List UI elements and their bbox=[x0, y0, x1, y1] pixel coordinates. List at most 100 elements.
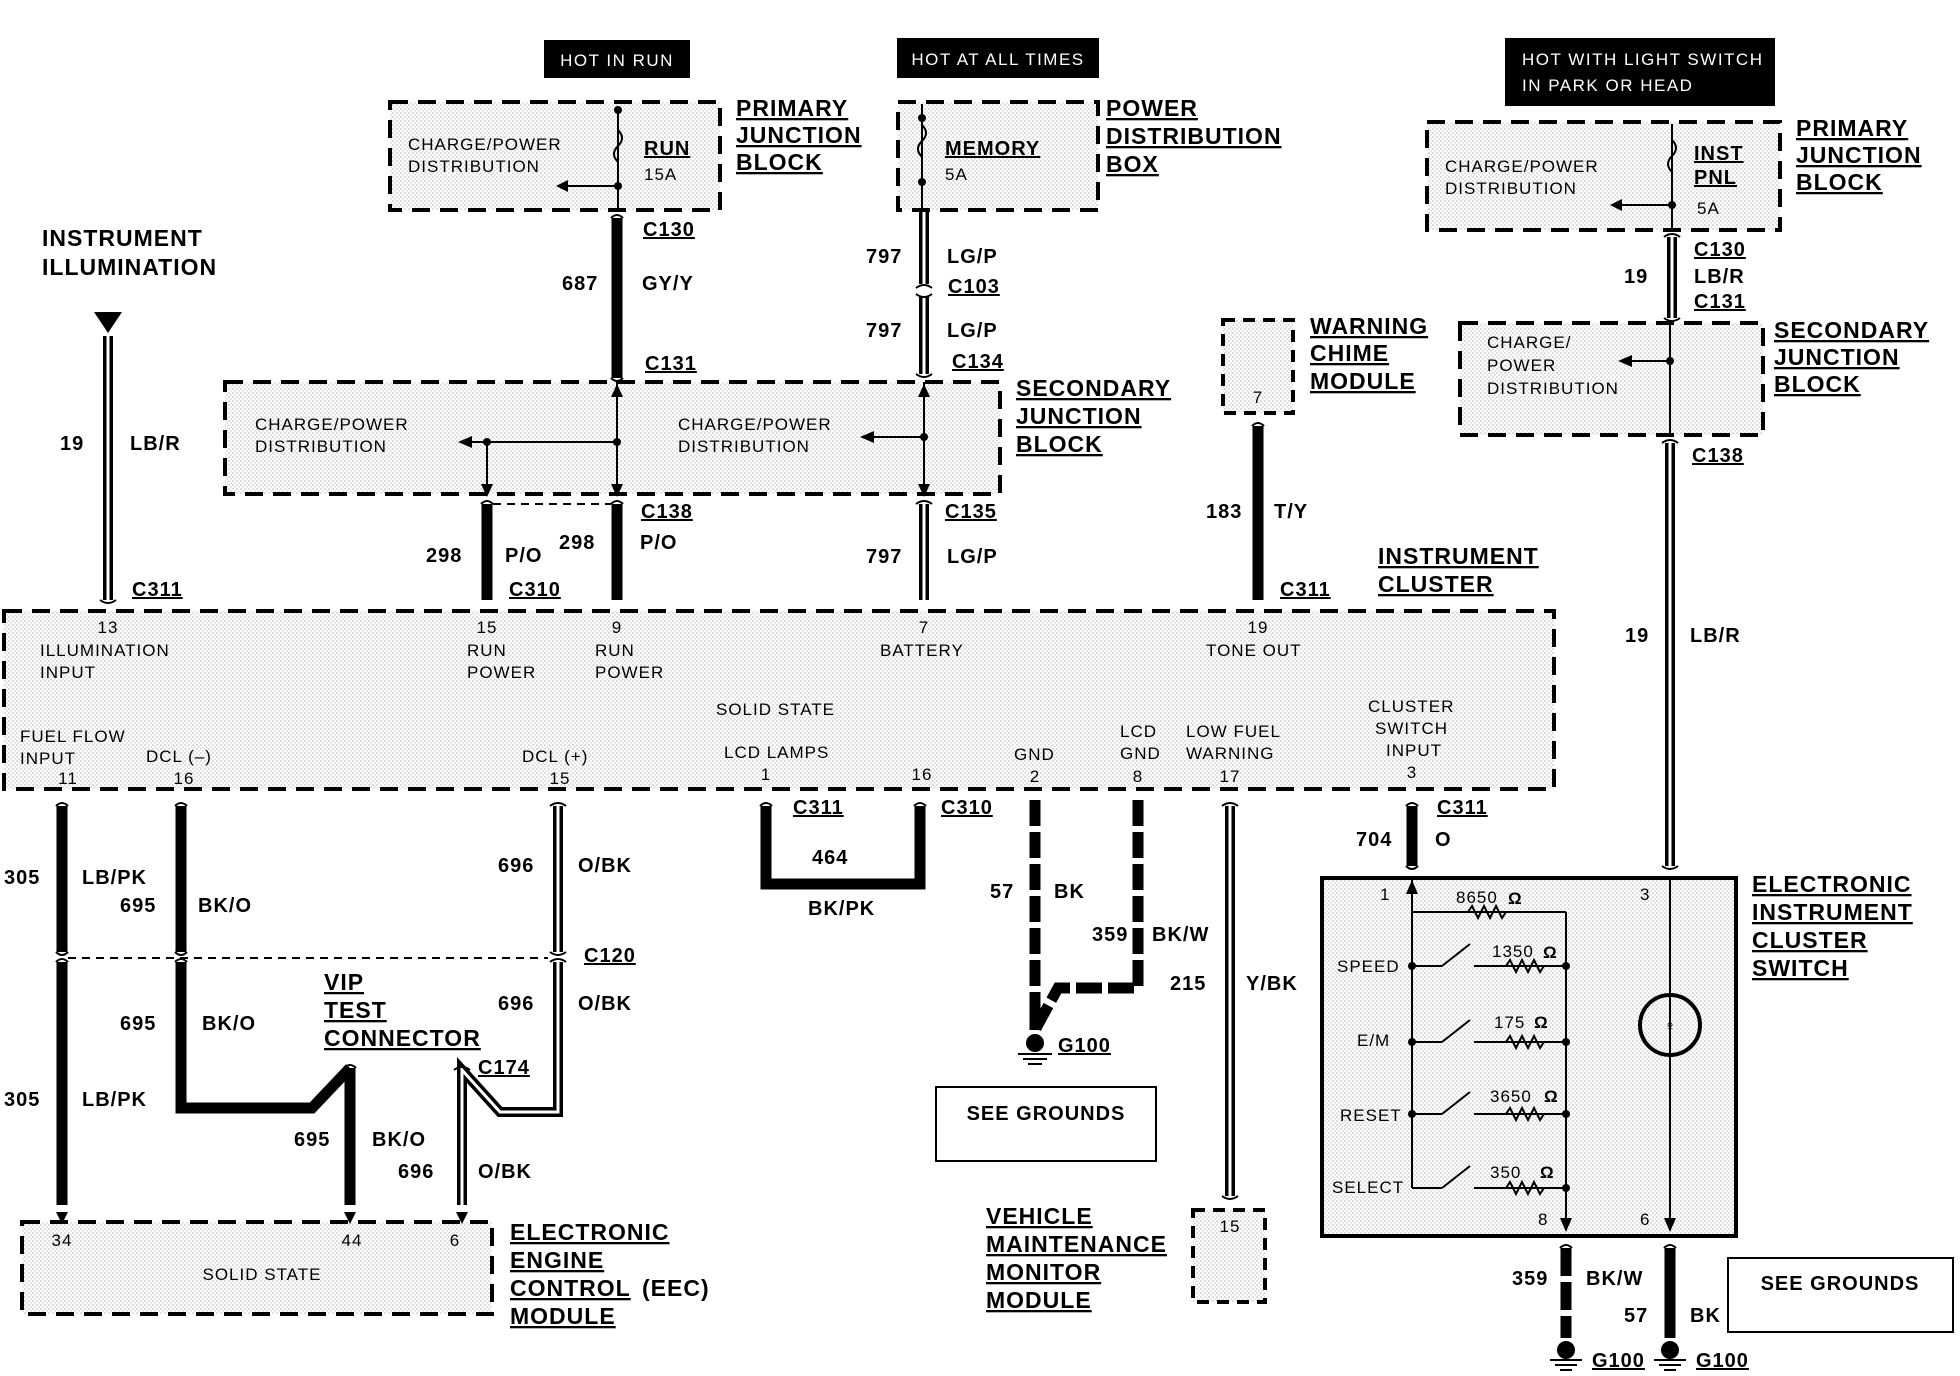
svg-text:BOX: BOX bbox=[1106, 151, 1159, 177]
eec-module: 34 44 6 SOLID STATE ELECTRONIC ENGINE CO… bbox=[20, 1212, 710, 1329]
svg-text:LG/P: LG/P bbox=[947, 320, 998, 342]
svg-text:CONNECTOR: CONNECTOR bbox=[324, 1025, 481, 1051]
svg-text:MODULE: MODULE bbox=[1310, 368, 1416, 394]
wire-183-t-y: 183 T/Y C311 bbox=[1206, 422, 1330, 601]
svg-text:P/O: P/O bbox=[640, 532, 677, 554]
svg-text:687: 687 bbox=[562, 273, 598, 295]
connector-c131-left: C131 bbox=[645, 353, 697, 375]
svg-text:POWER: POWER bbox=[467, 663, 536, 682]
svg-text:C130: C130 bbox=[643, 219, 695, 241]
svg-text:1350: 1350 bbox=[1492, 942, 1534, 961]
wire-215-y-bk: 215 Y/BK bbox=[1170, 802, 1298, 1200]
svg-text:CHARGE/POWER: CHARGE/POWER bbox=[255, 415, 409, 434]
wire-298-p-o: 298 P/O 298 P/O C138 C310 bbox=[426, 500, 692, 601]
svg-text:LB/R: LB/R bbox=[1690, 625, 1741, 647]
svg-text:SEE GROUNDS: SEE GROUNDS bbox=[1761, 1273, 1920, 1295]
svg-text:DISTRIBUTION: DISTRIBUTION bbox=[408, 157, 540, 176]
banner-hot-with-light-switch: HOT WITH LIGHT SWITCH IN PARK OR HEAD bbox=[1505, 38, 1775, 106]
svg-text:(EEC): (EEC) bbox=[642, 1275, 710, 1301]
svg-text:298: 298 bbox=[426, 545, 462, 567]
svg-text:696: 696 bbox=[498, 855, 534, 877]
svg-text:POWER: POWER bbox=[1106, 95, 1198, 121]
svg-text:SECONDARY: SECONDARY bbox=[1774, 317, 1929, 343]
svg-text:O/BK: O/BK bbox=[578, 993, 632, 1015]
svg-text:INPUT: INPUT bbox=[20, 749, 76, 768]
svg-text:LOW FUEL: LOW FUEL bbox=[1186, 722, 1281, 741]
svg-text:LG/P: LG/P bbox=[947, 546, 998, 568]
wire-464-bk-pk: C311 C310 464 BK/PK bbox=[759, 797, 992, 920]
svg-text:350: 350 bbox=[1490, 1163, 1521, 1182]
svg-text:BK/PK: BK/PK bbox=[808, 898, 875, 920]
svg-text:POWER: POWER bbox=[595, 663, 664, 682]
svg-text:BLOCK: BLOCK bbox=[1774, 371, 1861, 397]
primary-junction-block-left: CHARGE/POWER DISTRIBUTION RUN 15A PRIMAR… bbox=[388, 95, 861, 212]
svg-text:CHARGE/POWER: CHARGE/POWER bbox=[678, 415, 832, 434]
svg-text:INSTRUMENT: INSTRUMENT bbox=[1378, 543, 1539, 569]
svg-text:359: 359 bbox=[1512, 1268, 1548, 1290]
svg-text:PRIMARY: PRIMARY bbox=[736, 95, 848, 121]
svg-text:P/O: P/O bbox=[505, 545, 542, 567]
wire-797-lower: C135 797 LG/P bbox=[866, 500, 998, 600]
svg-text:BLOCK: BLOCK bbox=[1796, 169, 1883, 195]
svg-text:9: 9 bbox=[612, 618, 622, 637]
svg-text:RUN: RUN bbox=[644, 138, 690, 160]
svg-text:G100: G100 bbox=[1592, 1350, 1645, 1372]
svg-text:C103: C103 bbox=[948, 276, 1000, 298]
svg-text:HOT IN RUN: HOT IN RUN bbox=[560, 51, 674, 70]
svg-text:Ω: Ω bbox=[1544, 1087, 1558, 1106]
svg-text:SECONDARY: SECONDARY bbox=[1016, 375, 1171, 401]
svg-text:5A: 5A bbox=[945, 165, 968, 184]
secondary-junction-block-right: CHARGE/ POWER DISTRIBUTION SECONDARY JUN… bbox=[1458, 317, 1929, 437]
svg-text:CLUSTER: CLUSTER bbox=[1378, 571, 1494, 597]
svg-text:44: 44 bbox=[342, 1231, 363, 1250]
ground-g100-center: G100 bbox=[1018, 1034, 1110, 1065]
svg-text:Y/BK: Y/BK bbox=[1246, 973, 1298, 995]
wire-57-bk: 57 BK bbox=[990, 800, 1084, 1030]
svg-text:CHARGE/POWER: CHARGE/POWER bbox=[408, 135, 562, 154]
svg-text:BK/O: BK/O bbox=[198, 895, 252, 917]
row-select: SELECT 350 Ω bbox=[1332, 1163, 1570, 1197]
instrument-cluster: INSTRUMENT CLUSTER 13 ILLUMINATION INPUT… bbox=[2, 543, 1556, 791]
svg-text:19: 19 bbox=[1248, 618, 1269, 637]
banner-hot-in-run: HOT IN RUN bbox=[544, 40, 690, 78]
svg-text:G100: G100 bbox=[1696, 1350, 1749, 1372]
svg-text:34: 34 bbox=[52, 1231, 73, 1250]
svg-text:WARNING: WARNING bbox=[1310, 313, 1428, 339]
svg-text:57: 57 bbox=[1624, 1305, 1648, 1327]
svg-text:1: 1 bbox=[1380, 885, 1390, 904]
svg-text:15: 15 bbox=[1220, 1217, 1241, 1236]
svg-text:DISTRIBUTION: DISTRIBUTION bbox=[1487, 379, 1619, 398]
primary-junction-block-right: CHARGE/POWER DISTRIBUTION INST PNL 5A PR… bbox=[1425, 115, 1921, 232]
svg-text:LB/PK: LB/PK bbox=[82, 1089, 147, 1111]
wire-695-bk-o: 695 BK/O 695 BK/O 695 BK/O bbox=[120, 802, 425, 1205]
svg-text:T/Y: T/Y bbox=[1274, 501, 1308, 523]
svg-text:ELECTRONIC: ELECTRONIC bbox=[510, 1219, 670, 1245]
ground-g100-left: G100 bbox=[1550, 1341, 1645, 1372]
svg-text:8: 8 bbox=[1133, 767, 1143, 786]
svg-text:C130: C130 bbox=[1694, 239, 1746, 261]
svg-text:BLOCK: BLOCK bbox=[1016, 431, 1103, 457]
svg-text:GY/Y: GY/Y bbox=[642, 273, 694, 295]
svg-text:C131: C131 bbox=[645, 353, 697, 375]
svg-text:CHARGE/POWER: CHARGE/POWER bbox=[1445, 157, 1599, 176]
warning-chime-module: 7 WARNING CHIME MODULE bbox=[1221, 313, 1428, 415]
svg-text:797: 797 bbox=[866, 246, 902, 268]
svg-text:ELECTRONIC: ELECTRONIC bbox=[1752, 871, 1912, 897]
svg-text:C311: C311 bbox=[793, 797, 844, 819]
svg-text:PRIMARY: PRIMARY bbox=[1796, 115, 1908, 141]
svg-text:3: 3 bbox=[1407, 763, 1417, 782]
svg-text:5A: 5A bbox=[1697, 199, 1720, 218]
svg-text:16: 16 bbox=[912, 765, 933, 784]
svg-text:CHIME: CHIME bbox=[1310, 340, 1389, 366]
svg-text:7: 7 bbox=[919, 618, 929, 637]
svg-text:MONITOR: MONITOR bbox=[986, 1259, 1101, 1285]
electronic-instrument-cluster-switch: 1 3 8 6 ♀ 8650 Ω SPEED 1350 Ω E/M bbox=[1320, 871, 1912, 1238]
svg-text:797: 797 bbox=[866, 320, 902, 342]
svg-text:Ω: Ω bbox=[1534, 1013, 1548, 1032]
svg-text:SELECT: SELECT bbox=[1332, 1178, 1404, 1197]
svg-text:19: 19 bbox=[1625, 625, 1649, 647]
svg-text:183: 183 bbox=[1206, 501, 1242, 523]
svg-text:INSTRUMENT: INSTRUMENT bbox=[42, 225, 203, 251]
svg-text:C310: C310 bbox=[509, 579, 561, 601]
